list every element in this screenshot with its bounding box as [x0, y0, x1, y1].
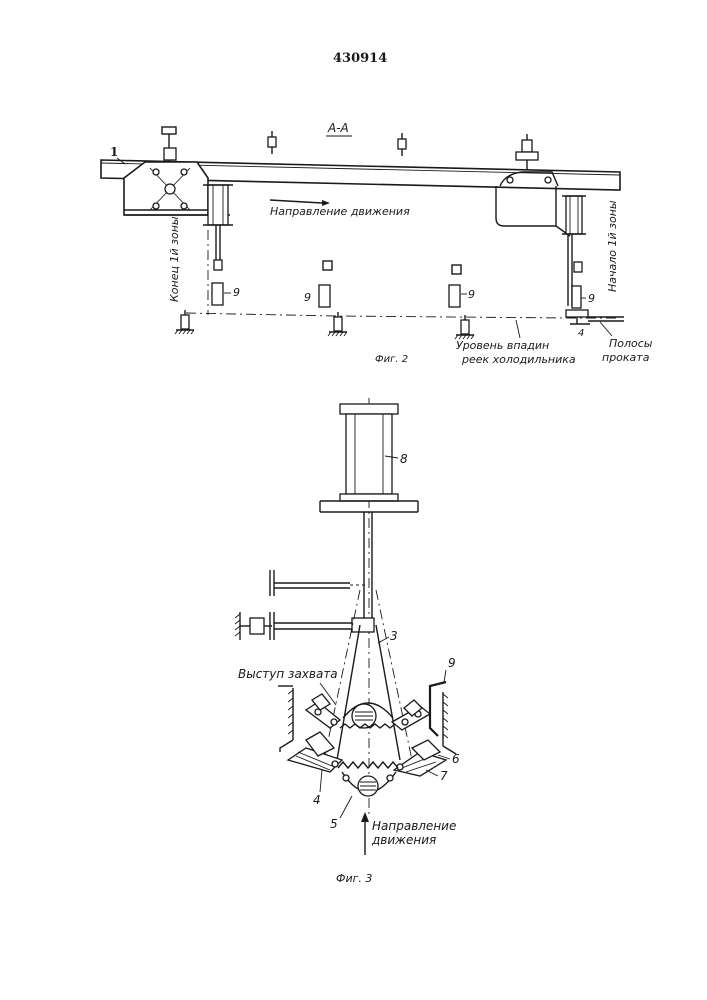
callout-strip-a: 9	[233, 286, 240, 299]
callout-strip-c: 9	[468, 288, 475, 301]
callout-support: 4	[578, 328, 584, 339]
patent-number: 430914	[333, 51, 387, 66]
callout-strip-b: 9	[304, 291, 311, 304]
right-upper-link	[392, 700, 430, 730]
fig2-caption: Фиг. 2	[375, 354, 408, 365]
callout-center-jaw: 5	[330, 817, 338, 831]
fig3-direction-label-line2: движения	[371, 833, 436, 847]
callout-strip: 9	[448, 656, 456, 670]
end-zone-label: Конец 1й зоны	[168, 216, 181, 302]
strips-label-line1: Полосы	[609, 337, 653, 350]
hanger-1	[268, 131, 276, 154]
hanger-2	[398, 133, 406, 156]
strip-right-middle	[449, 285, 460, 307]
strip-left	[212, 283, 223, 305]
level-label-line1: Уровень впадин	[456, 339, 549, 352]
level-label-line2: реек холодильника	[461, 353, 576, 366]
fig2: А-А 1	[101, 121, 653, 366]
marker-2	[452, 265, 461, 274]
lower-hub	[338, 762, 398, 796]
left-wall	[278, 686, 293, 752]
finger-4	[288, 732, 342, 772]
left-upper-link	[306, 694, 340, 728]
finger-7	[394, 740, 446, 776]
upper-bracket	[270, 570, 366, 596]
start-zone-label: Начало 1й зоны	[606, 200, 619, 292]
callout-right-jaw: 7	[440, 769, 448, 783]
direction-label: Направление движения	[270, 205, 410, 218]
right-wall	[443, 692, 456, 754]
marker-1	[323, 261, 332, 270]
fig3: 8	[235, 398, 460, 885]
lower-bracket	[235, 612, 374, 640]
direction-arrow	[270, 200, 322, 203]
callout-left-finger: 4	[313, 793, 321, 807]
callout-strip-d: 9	[588, 292, 595, 305]
callout-cylinder: 8	[400, 452, 408, 466]
grip-label: Выступ захвата	[238, 667, 338, 681]
callout-right-finger: 6	[452, 752, 460, 766]
cooler-rack-level-line	[186, 313, 620, 318]
section-label: А-А	[327, 121, 349, 135]
support-4	[566, 310, 624, 324]
hanger-right	[516, 134, 538, 170]
fig3-direction-label-line1: Направление	[372, 819, 456, 833]
support-1	[175, 310, 194, 334]
fig3-caption: Фиг. 3	[336, 872, 372, 885]
right-carriage	[496, 172, 586, 308]
strip-middle	[319, 285, 330, 307]
strips-label-line2: проката	[602, 351, 650, 364]
support-3	[455, 315, 474, 339]
callout-lever: 3	[390, 629, 398, 643]
callout-beam: 1	[110, 145, 118, 159]
